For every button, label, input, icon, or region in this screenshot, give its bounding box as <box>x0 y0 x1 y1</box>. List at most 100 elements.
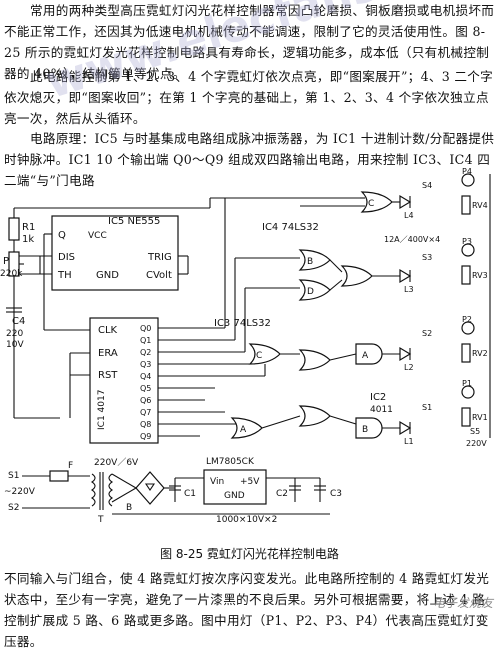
svg-text:RV2: RV2 <box>472 349 488 358</box>
p-label: P <box>3 256 9 267</box>
paragraph-1: 常用的两种类型高压霓虹灯闪光花样控制器常因凸轮磨损、铜板磨损或电机损坏而不能正常… <box>4 3 495 81</box>
r1-value: 1k <box>22 234 34 245</box>
reg-vout: +5V <box>240 477 260 487</box>
ic5-label: IC5 NE555 <box>108 216 160 227</box>
svg-text:S4: S4 <box>422 181 432 190</box>
ic1-4017 <box>89 317 159 444</box>
svg-text:L3: L3 <box>404 285 414 294</box>
paragraph-4: 不同输入与门组合，使 4 路霓虹灯按次序闪变发光。此电路所控制的 4 路霓虹灯发… <box>4 571 490 649</box>
q3: Q3 <box>140 360 151 369</box>
ic5-ne555 <box>51 215 179 291</box>
gate-and-b: B <box>355 417 383 439</box>
paragraph-3: 电路原理：IC5 与时基集成电路组成脉冲振荡器，为 IC1 十进制计数/分配器提… <box>4 131 495 188</box>
bridge-rectifier-b <box>135 471 165 505</box>
svg-text:C: C <box>368 199 374 209</box>
c1-label: C1 <box>184 489 196 499</box>
svg-text:RV1: RV1 <box>472 413 488 422</box>
svg-text:RV3: RV3 <box>472 271 488 280</box>
p-value: 220k <box>0 269 23 279</box>
channel-3: L3 S3 P3 RV3 <box>399 237 488 294</box>
regulator-lm7805 <box>203 469 267 505</box>
svg-text:A: A <box>362 351 369 361</box>
gate-c-ic3: C <box>248 343 281 365</box>
channel-4: L4 S4 P4 RV4 <box>399 168 488 220</box>
s1-label: S1 <box>8 471 19 481</box>
ic3-label: IC3 74LS32 <box>214 318 271 329</box>
corner-watermark: 电子发烧友 <box>432 596 493 610</box>
vcc-label: VCC <box>88 231 107 241</box>
pin-th: TH <box>57 270 72 281</box>
q1: Q1 <box>140 336 151 345</box>
reg-gnd: GND <box>224 491 245 501</box>
svg-text:S2: S2 <box>422 329 432 338</box>
c2-label: C2 <box>276 489 288 499</box>
fuse-label: F <box>68 461 73 471</box>
gate-a-ic3: A <box>230 417 263 439</box>
gate-or-bottom <box>298 405 331 427</box>
gate-or-mid <box>340 265 373 287</box>
figure-caption: 图 8-25 霓虹灯闪光花样控制电路 <box>160 547 339 561</box>
svg-text:P3: P3 <box>462 237 472 246</box>
cap-value: 1000×10V×2 <box>216 515 277 525</box>
r1-label: R1 <box>22 222 35 233</box>
q5: Q5 <box>140 384 151 393</box>
s5-voltage: 220V <box>466 439 487 448</box>
pin-q: Q <box>58 230 66 241</box>
svg-text:S3: S3 <box>422 253 432 262</box>
ic4-label: IC4 74LS32 <box>262 222 319 233</box>
svg-text:S1: S1 <box>422 403 432 412</box>
c3-label: C3 <box>330 489 342 499</box>
q4: Q4 <box>140 372 151 381</box>
circuit-diagram: R1 1k P 220k C4 220 10V IC5 NE555 VCC Q … <box>0 168 491 525</box>
gate-d-ic4: D <box>298 279 331 301</box>
q8: Q8 <box>140 420 151 429</box>
ic2-label: IC2 <box>370 392 386 403</box>
svg-text:L2: L2 <box>404 363 414 372</box>
svg-text:RV4: RV4 <box>472 201 488 210</box>
fuse-f <box>49 470 69 482</box>
q0: Q0 <box>140 324 151 333</box>
c4-value: 220 <box>6 329 23 339</box>
channel-2: L2 S2 P2 RV2 <box>399 315 488 372</box>
q2: Q2 <box>140 348 151 357</box>
c4-voltage: 10V <box>6 340 24 350</box>
svg-text:C: C <box>256 351 262 361</box>
transformer-label: 220V／6V <box>94 457 139 468</box>
pin-gnd: GND <box>96 270 119 281</box>
pin-rst: RST <box>98 370 118 381</box>
bridge-label: B <box>126 503 132 513</box>
gate-and-a: A <box>355 343 383 365</box>
s2-label: S2 <box>8 503 19 513</box>
pin-clk: CLK <box>98 325 118 336</box>
svg-text:L4: L4 <box>404 211 414 220</box>
svg-text:D: D <box>307 287 314 297</box>
ic2-part: 4011 <box>370 405 393 415</box>
q9: Q9 <box>140 432 151 441</box>
gate-c-top: C <box>360 191 393 213</box>
pin-era: ERA <box>98 348 118 359</box>
transformer-t <box>91 472 113 510</box>
triac-rating: 12A／400V×4 <box>384 235 440 244</box>
gate-b-ic4: B <box>298 249 331 271</box>
s5-label: S5 <box>470 427 480 436</box>
q6: Q6 <box>140 396 151 405</box>
svg-text:A: A <box>240 425 247 435</box>
transformer-t-label: T <box>97 515 104 525</box>
pin-dis: DIS <box>58 252 75 263</box>
reg-vin: Vin <box>210 477 224 487</box>
svg-text:P1: P1 <box>462 379 472 388</box>
paragraph-2: 此电路能控制第 1、2、3、4 个字霓虹灯依次点亮，即“图案展开”；4、3 二个… <box>4 69 494 126</box>
svg-text:P4: P4 <box>462 168 472 176</box>
svg-text:B: B <box>307 257 313 267</box>
channel-1: L1 S1 P1 RV1 <box>399 379 488 446</box>
svg-text:L1: L1 <box>404 437 414 446</box>
svg-text:P2: P2 <box>462 315 472 324</box>
q7: Q7 <box>140 408 151 417</box>
resistor-r1 <box>8 217 20 241</box>
gate-or-lower <box>298 349 331 371</box>
c4-label: C4 <box>12 316 25 327</box>
svg-text:B: B <box>362 425 368 435</box>
pin-cvolt: CVolt <box>146 270 172 281</box>
pin-trig: TRIG <box>147 252 172 263</box>
ic1-label: IC1 4017 <box>97 390 107 430</box>
